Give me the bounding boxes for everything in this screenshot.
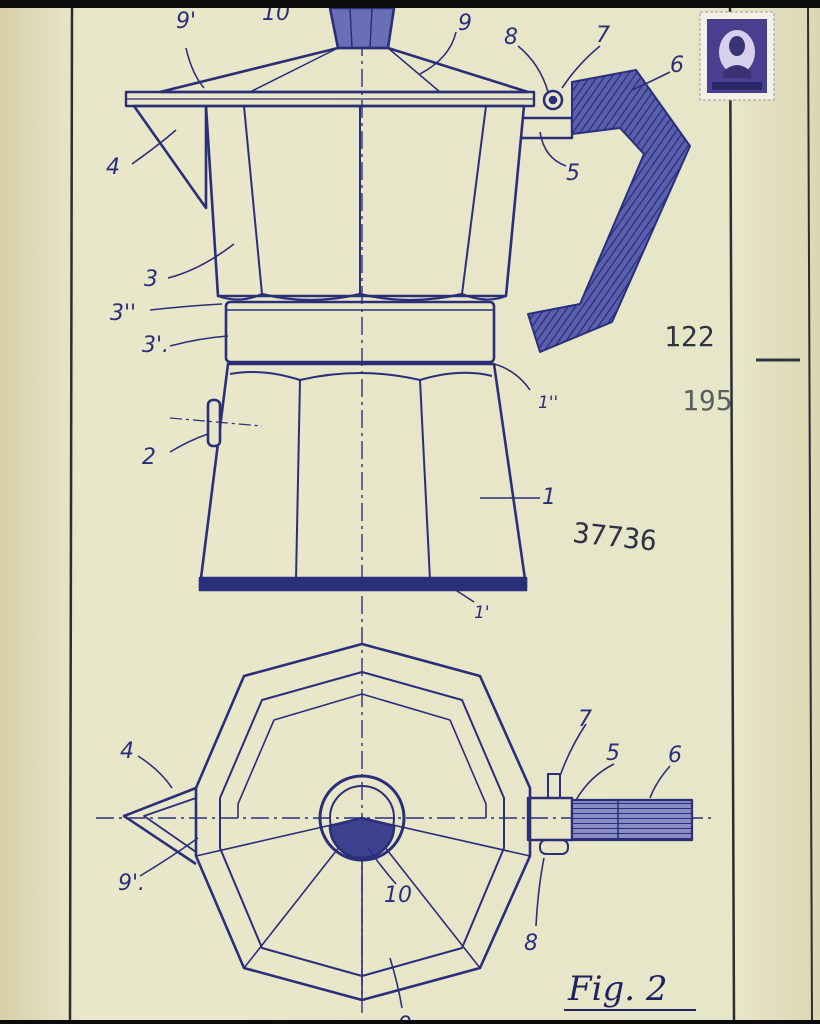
label-6-bottom: 6: [668, 743, 682, 768]
label-8-bottom: 8: [524, 931, 538, 956]
label-5-top: 5: [566, 161, 580, 186]
lid-knob: [328, 8, 396, 50]
label-3-prime: 3'.: [142, 333, 169, 358]
label-9prime-bottom: 9'.: [118, 871, 145, 896]
label-10-bottom: 10: [384, 883, 412, 908]
label-5-bottom: 5: [606, 741, 620, 766]
safety-valve: [206, 398, 222, 448]
handle-plan: [570, 798, 694, 842]
moka-pot-elevation: [124, 8, 691, 592]
lid-knob-plan: [318, 774, 406, 862]
label-9-top: 9: [458, 11, 472, 36]
label-4-bottom: 4: [120, 739, 134, 764]
postage-stamp-icon: [699, 11, 775, 101]
moka-pot-plan: [96, 642, 712, 1002]
label-3-double-prime: 3'': [110, 301, 136, 326]
figure-label: Fig. 2: [567, 969, 667, 1009]
label-1-double-prime: 1'': [538, 393, 558, 413]
paper-background: [0, 8, 820, 1020]
label-1-prime: 1': [474, 603, 490, 623]
label-4-top: 4: [106, 155, 120, 180]
label-9-bottom: 9: [398, 1013, 412, 1020]
label-10-top: 10: [262, 8, 290, 26]
label-1: 1: [542, 485, 556, 510]
label-7-bottom: 7: [578, 707, 592, 732]
label-6-top: 6: [670, 53, 684, 78]
label-8-top: 8: [504, 25, 518, 50]
label-7-top: 7: [596, 23, 610, 48]
leader-lines: [131, 31, 671, 1009]
stamp-number-122: 122: [664, 320, 715, 353]
collar-ring: [224, 300, 496, 364]
frame-right: [728, 8, 736, 1020]
frame-left: [68, 8, 74, 1020]
label-3: 3: [144, 267, 158, 292]
boiler-base: [198, 576, 528, 592]
label-9prime-top: 9': [176, 9, 196, 34]
frame-far-right: [807, 8, 813, 1020]
spout-plan: [122, 786, 197, 866]
label-2: 2: [142, 445, 156, 470]
stamp-year: 195: [682, 384, 733, 417]
spout: [132, 104, 208, 210]
handle: [527, 69, 691, 353]
patent-drawing-sheet: 9' 10 9 8 7 6 4 5 3 3'' 3'. 1'' 2 1 1' 7…: [0, 8, 820, 1020]
